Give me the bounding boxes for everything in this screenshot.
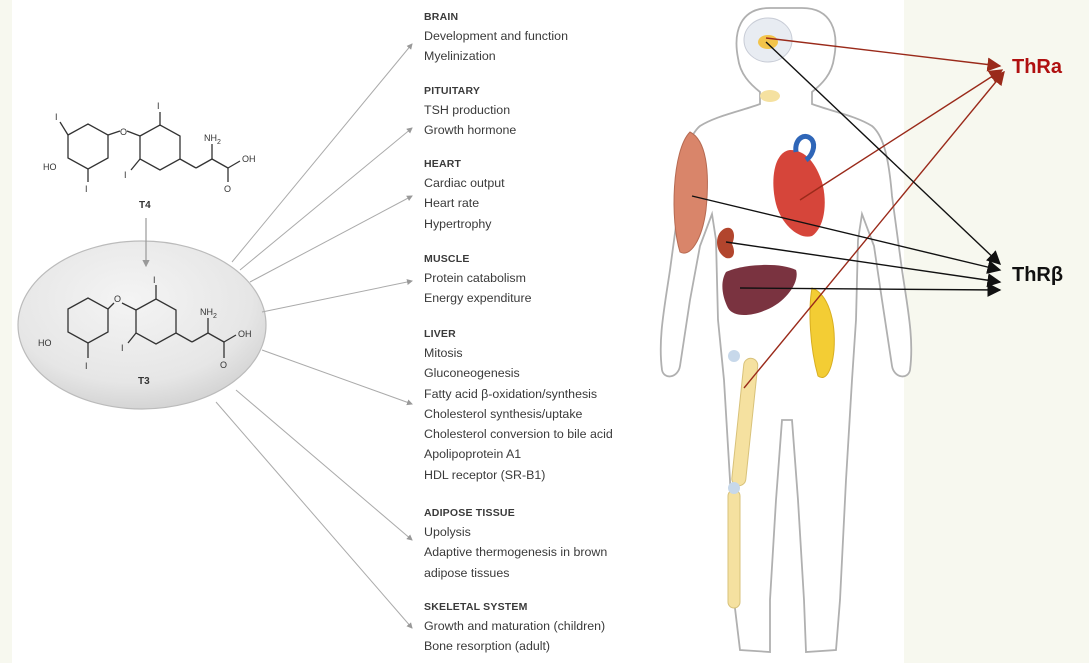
heart-heading: HEART [424, 155, 505, 173]
heart-effect-item: Cardiac output [424, 173, 505, 193]
liver-effect-item: Gluconeogenesis [424, 363, 613, 383]
brain-effects: BRAIN Development and function Myeliniza… [424, 8, 568, 67]
body-outline [661, 8, 912, 652]
thra-label: ThRa [1012, 56, 1062, 79]
pituitary-icon [758, 35, 778, 49]
t3-carbonyl-oxygen: O [220, 360, 227, 370]
liver-effect-item: Cholesterol synthesis/uptake [424, 404, 613, 424]
human-body [661, 8, 912, 652]
femur-head-icon [728, 350, 740, 362]
brain-effect-item: Myelinization [424, 46, 568, 66]
adipose-effect-item: Adaptive thermogenesis in brown [424, 542, 607, 562]
liver-effect-item: Mitosis [424, 343, 613, 363]
thrb-label: ThRβ [1012, 264, 1063, 287]
t3-iodine-1: I [153, 275, 156, 285]
brain-line [232, 44, 412, 262]
t4-molecule: I HO I O I I NH2 O OH T4 [43, 101, 256, 211]
knee-icon [728, 482, 740, 494]
adipose-effect-item: adipose tissues [424, 563, 607, 583]
brain-effect-item: Development and function [424, 26, 568, 46]
skeletal-effects: SKELETAL SYSTEM Growth and maturation (c… [424, 598, 605, 657]
liver-line [262, 350, 412, 404]
muscle-heading: MUSCLE [424, 250, 531, 268]
muscle-effects: MUSCLE Protein catabolism Energy expendi… [424, 250, 531, 309]
t3-hydroxyl: HO [38, 338, 52, 348]
pituitary-effects: PITUITARY TSH production Growth hormone [424, 82, 516, 141]
t4-iodine-2: I [85, 184, 88, 194]
liver-effect-item: Cholesterol conversion to bile acid [424, 424, 613, 444]
liver-heading: LIVER [424, 325, 613, 343]
heart-effects: HEART Cardiac output Heart rate Hypertro… [424, 155, 505, 234]
skeletal-heading: SKELETAL SYSTEM [424, 598, 605, 616]
t4-iodine-1: I [55, 112, 58, 122]
t4-hydroxyl: HO [43, 162, 57, 172]
heart-line [250, 196, 412, 282]
skeletal-effect-item: Bone resorption (adult) [424, 636, 605, 656]
pituitary-heading: PITUITARY [424, 82, 516, 100]
thyroid-icon [760, 90, 780, 102]
t4-iodine-4: I [124, 170, 127, 180]
brain-heading: BRAIN [424, 8, 568, 26]
liver-effects: LIVER Mitosis Gluconeogenesis Fatty acid… [424, 325, 613, 485]
muscle-effect-item: Energy expenditure [424, 288, 531, 308]
pituitary-effect-item: TSH production [424, 100, 516, 120]
tibia-icon [728, 490, 740, 608]
muscle-line [262, 281, 412, 312]
pituitary-line [240, 128, 412, 270]
liver-effect-item: HDL receptor (SR-B1) [424, 465, 613, 485]
pituitary-effect-item: Growth hormone [424, 120, 516, 140]
adipose-line [236, 390, 412, 540]
adipose-heading: ADIPOSE TISSUE [424, 504, 607, 522]
adipose-effects: ADIPOSE TISSUE Upolysis Adaptive thermog… [424, 504, 607, 583]
t3-carboxyl: OH [238, 329, 252, 339]
t4-carboxyl: OH [242, 154, 256, 164]
liver-effect-item: Fatty acid β-oxidation/synthesis [424, 384, 613, 404]
t3-iodine-3: I [85, 361, 88, 371]
heart-effect-item: Hypertrophy [424, 214, 505, 234]
liver-effect-item: Apolipoprotein A1 [424, 444, 613, 464]
heart-effect-item: Heart rate [424, 193, 505, 213]
t4-oxygen: O [120, 127, 127, 137]
skeletal-effect-item: Growth and maturation (children) [424, 616, 605, 636]
t4-carbonyl-oxygen: O [224, 184, 231, 194]
muscle-effect-item: Protein catabolism [424, 268, 531, 288]
t3-iodine-2: I [121, 343, 124, 353]
t4-label: T4 [139, 200, 151, 211]
adipose-effect-item: Upolysis [424, 522, 607, 542]
t3-oxygen: O [114, 294, 121, 304]
t3-label: T3 [138, 376, 150, 387]
t4-iodine-3: I [157, 101, 160, 111]
